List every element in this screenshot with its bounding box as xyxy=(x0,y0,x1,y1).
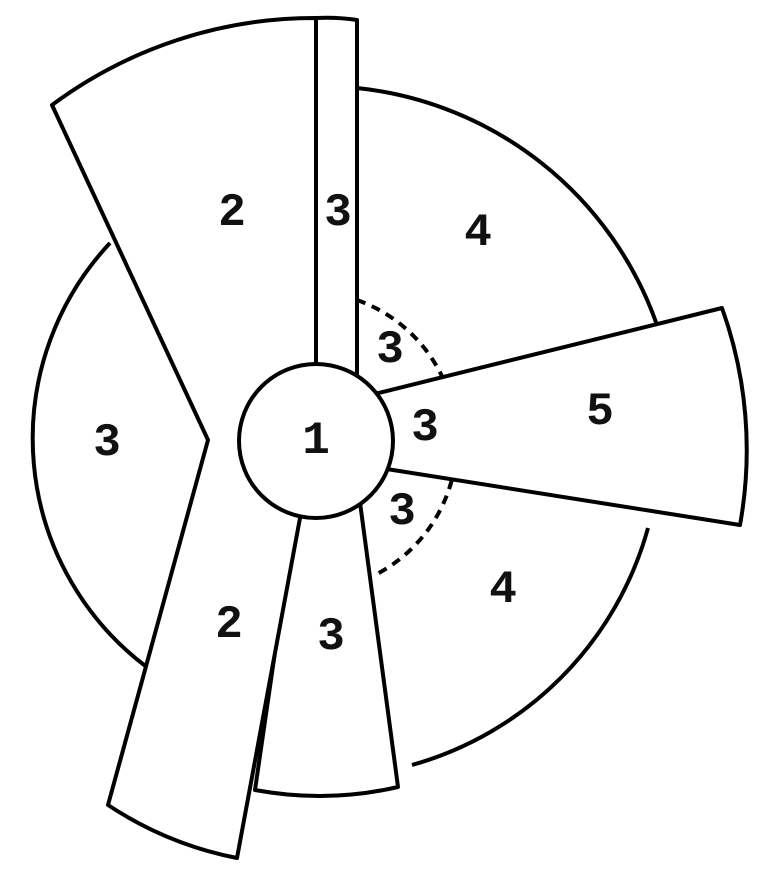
center-circle xyxy=(237,362,395,520)
label-upper-right-region: 4 xyxy=(464,207,492,259)
label-lower-left-blade: 2 xyxy=(215,599,243,651)
upper-right-arc xyxy=(356,86,659,326)
label-inner-lower: 3 xyxy=(388,486,416,538)
label-upper-left-blade: 2 xyxy=(218,187,246,239)
label-bottom-blade: 3 xyxy=(317,611,345,663)
left-arc xyxy=(30,241,150,670)
lower-right-arc xyxy=(411,527,650,767)
label-inner-right: 3 xyxy=(411,402,439,454)
label-left-region: 3 xyxy=(93,417,121,469)
right-blade xyxy=(328,306,749,527)
left-blade xyxy=(50,15,318,860)
label-top-strip: 3 xyxy=(324,187,352,239)
label-right-blade: 5 xyxy=(586,386,614,438)
top-strip xyxy=(314,15,359,443)
label-lower-right-region: 4 xyxy=(489,564,517,616)
dashed-inner-arc xyxy=(356,298,459,577)
label-center: 1 xyxy=(302,415,330,467)
label-inner-upper: 3 xyxy=(376,324,404,376)
